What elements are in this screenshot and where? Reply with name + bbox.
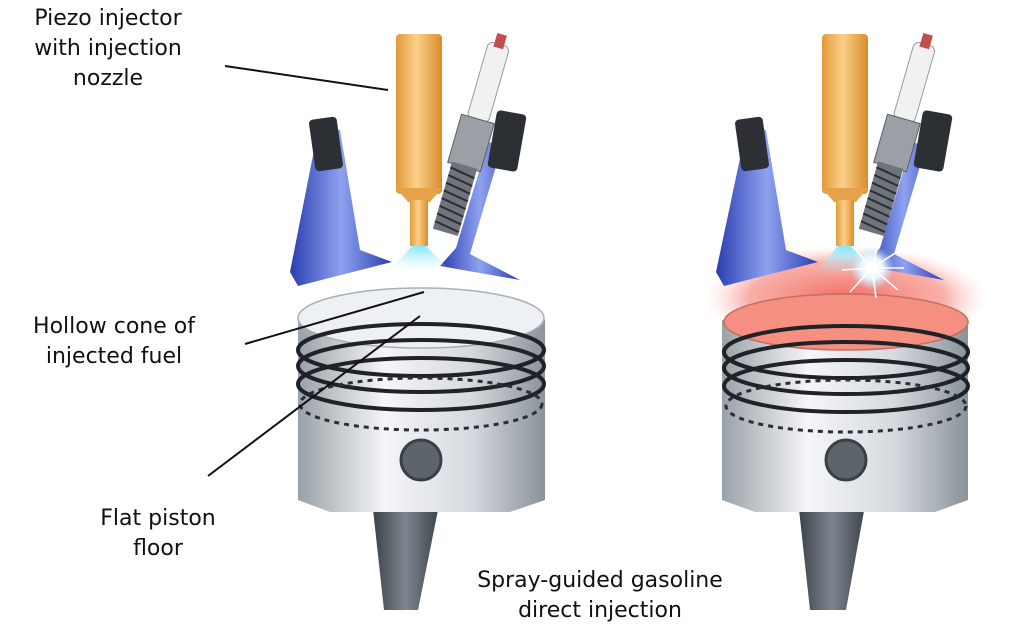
right-engine <box>706 32 986 610</box>
left-spark-plug <box>432 32 510 236</box>
caption-label-line: direct injection <box>518 598 682 623</box>
right-piezo-injector <box>822 34 868 194</box>
floor-label: Flat piston floor <box>58 504 258 564</box>
left-piston-ring <box>296 338 546 394</box>
injector-label-line: nozzle <box>72 66 144 91</box>
right-valve-spring-cap <box>913 110 953 172</box>
left-hollow-cone-spray <box>388 246 452 272</box>
cone-label-line: injected fuel <box>45 344 183 369</box>
right-intake-valve <box>716 130 818 286</box>
left-intake-valve <box>290 130 392 286</box>
cone-label-line: Hollow cone of <box>33 314 195 339</box>
caption-label: Spray-guided gasoline direct injection <box>455 566 745 626</box>
cone-label: Hollow cone of injected fuel <box>14 312 214 372</box>
left-piezo-injector <box>396 34 442 194</box>
left-piston-ring <box>296 356 546 412</box>
right-piston-body <box>722 320 968 512</box>
right-piston-crown <box>723 293 969 351</box>
injector-label-line: Piezo injector <box>34 6 182 31</box>
left-valve-spring-cap <box>309 116 343 172</box>
right-oil-ring <box>724 378 968 434</box>
left-injector-nozzle <box>410 200 428 246</box>
floor-label-line: Flat piston <box>100 506 216 531</box>
left-piston-body <box>298 320 545 512</box>
left-injector-taper <box>396 188 442 202</box>
right-spark-plug <box>858 32 936 236</box>
leader-lines <box>207 65 425 477</box>
right-exhaust-valve <box>864 142 944 280</box>
left-connecting-rod <box>372 500 440 610</box>
injector-label-line: with injection <box>34 36 182 61</box>
right-piston-ring <box>722 358 970 414</box>
floor-label-line: floor <box>133 536 183 561</box>
caption-label-line: Spray-guided gasoline <box>477 568 723 593</box>
right-connecting-rod <box>798 500 866 610</box>
left-wrist-pin <box>399 438 443 482</box>
left-piston-crown <box>297 287 545 349</box>
cone-leader-line <box>244 291 425 345</box>
left-piston-ring <box>296 322 546 378</box>
right-ignition-spark <box>841 237 904 299</box>
injector-leader-line <box>224 65 389 91</box>
left-oil-ring <box>298 376 544 432</box>
right-injector-nozzle <box>836 200 854 246</box>
left-valve-spring-cap <box>487 110 527 172</box>
right-piston-ring <box>722 340 970 396</box>
left-engine <box>290 32 546 610</box>
injector-label: Piezo injector with injection nozzle <box>8 4 208 94</box>
floor-leader-line <box>207 315 421 477</box>
right-wrist-pin <box>824 438 868 482</box>
left-exhaust-valve <box>440 142 520 280</box>
right-valve-spring-cap <box>735 116 769 172</box>
right-injector-taper <box>822 188 868 202</box>
right-piston-ring <box>722 324 970 380</box>
